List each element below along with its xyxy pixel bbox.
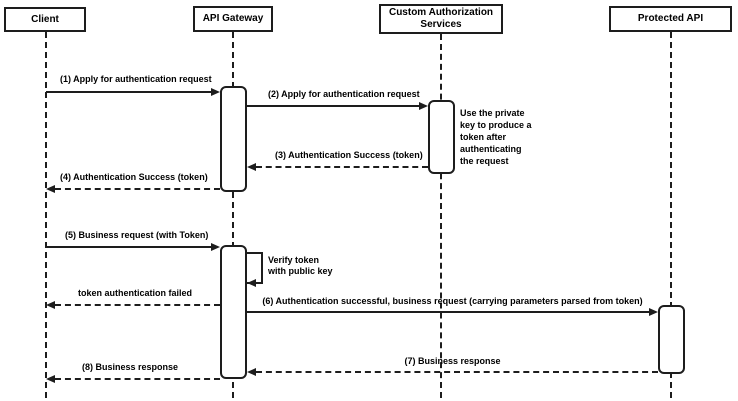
lifeline-api-gateway [232, 32, 234, 398]
message-4-line [55, 188, 220, 190]
message-2-line [247, 105, 419, 107]
message-5-line [46, 246, 212, 248]
arrowhead-right-icon [211, 243, 220, 251]
self-message-label: Verify token with public key [268, 255, 333, 276]
note-private-key: Use the private key to produce a token a… [460, 108, 532, 166]
message-7-line [256, 371, 658, 373]
message-6-line [247, 311, 649, 313]
arrowhead-left-icon [247, 368, 256, 376]
lifeline-protected-api [670, 32, 672, 398]
message-7-label: (7) Business response [404, 356, 501, 366]
lifeline-custom-authorization-services [440, 34, 442, 398]
arrowhead-right-icon [649, 308, 658, 316]
participant-protected-api-label: Protected API [637, 13, 704, 24]
arrowhead-left-icon [46, 301, 55, 309]
participant-custom-authorization-services-label: Custom Authorization Services [388, 7, 494, 30]
message-2-label: (2) Apply for authentication request [268, 89, 420, 99]
arrowhead-left-icon [46, 185, 55, 193]
message-4-label: (4) Authentication Success (token) [60, 172, 208, 182]
message-1-line [46, 91, 212, 93]
message-8-line [55, 378, 220, 380]
activation-protected-api [658, 305, 685, 374]
message-1-label: (1) Apply for authentication request [60, 74, 212, 84]
activation-api-gateway-1 [220, 86, 247, 192]
message-8-label: (8) Business response [82, 362, 179, 372]
participant-api-gateway-label: API Gateway [202, 13, 264, 24]
message-3-label: (3) Authentication Success (token) [275, 150, 423, 160]
arrowhead-left-icon [247, 279, 256, 287]
activation-api-gateway-2 [220, 245, 247, 379]
message-token-failed-line [55, 304, 220, 306]
arrowhead-right-icon [419, 102, 428, 110]
message-6-label: (6) Authentication successful, business … [262, 296, 643, 306]
participant-protected-api: Protected API [609, 6, 732, 32]
arrowhead-left-icon [46, 375, 55, 383]
arrowhead-right-icon [211, 88, 220, 96]
participant-client: Client [4, 7, 86, 32]
participant-client-label: Client [31, 13, 59, 25]
message-token-failed-label: token authentication failed [78, 288, 193, 298]
message-5-label: (5) Business request (with Token) [65, 230, 209, 240]
arrowhead-left-icon [247, 163, 256, 171]
participant-api-gateway: API Gateway [193, 6, 273, 32]
activation-custom-authorization-services [428, 100, 455, 174]
lifeline-client [45, 32, 47, 398]
participant-custom-authorization-services: Custom Authorization Services [379, 4, 503, 34]
message-3-line [256, 166, 428, 168]
